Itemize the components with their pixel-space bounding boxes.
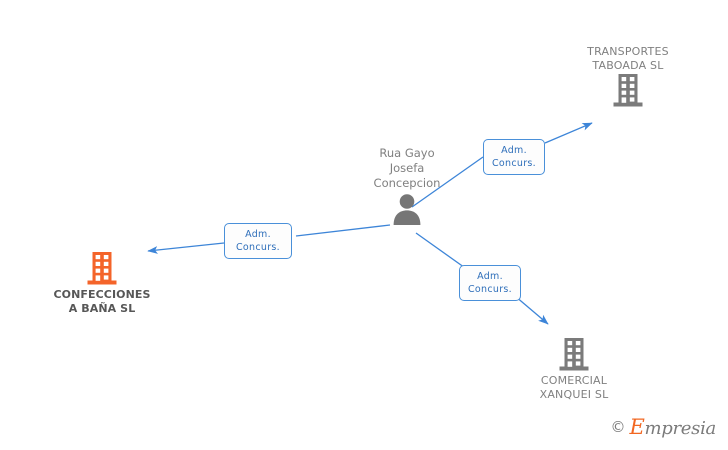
building-icon (548, 72, 708, 110)
edge-label-confecciones[interactable]: Adm. Concurs. (224, 223, 292, 259)
edge-label-comercial-line1: Adm. (477, 271, 503, 282)
edge-label-confecciones-line1: Adm. (245, 229, 271, 240)
node-comercial-xanquei-label: COMERCIAL XANQUEI SL (539, 374, 609, 401)
brand-rest: mpresia (644, 418, 717, 439)
edge-line-transportes-out (544, 122, 593, 144)
node-confecciones-a-bana-label: CONFECCIONES A BAÑA SL (53, 288, 151, 315)
edge-line-transportes-in (411, 156, 484, 208)
person-icon (347, 191, 467, 225)
node-transportes-taboada[interactable]: TRANSPORTES TABOADA SL (548, 45, 708, 110)
node-comercial-xanquei[interactable]: COMERCIAL XANQUEI SL (494, 336, 654, 401)
edge-line-confecciones-out (147, 242, 225, 254)
node-confecciones-a-bana[interactable]: CONFECCIONES A BAÑA SL (22, 250, 182, 315)
node-center-person[interactable]: Rua Gayo Josefa Concepcion (347, 146, 467, 225)
center-person-label: Rua Gayo Josefa Concepcion (373, 146, 441, 190)
brand-initial: E (629, 415, 645, 439)
node-transportes-taboada-label: TRANSPORTES TABOADA SL (587, 45, 669, 72)
edge-line-comercial-in (415, 232, 469, 271)
watermark: © Empresia (610, 417, 716, 438)
edge-label-transportes-line1: Adm. (501, 145, 527, 156)
edge-label-confecciones-line2: Concurs. (236, 242, 280, 253)
edge-label-transportes-line2: Concurs. (492, 158, 536, 169)
edge-line-confecciones-in (295, 224, 391, 237)
edge-line-comercial-out (514, 295, 549, 325)
edge-label-comercial-line2: Concurs. (468, 284, 512, 295)
edge-label-comercial[interactable]: Adm. Concurs. (459, 265, 521, 301)
building-icon (22, 250, 182, 288)
copyright-icon: © (610, 418, 626, 436)
building-icon (494, 336, 654, 374)
edge-label-transportes[interactable]: Adm. Concurs. (483, 139, 545, 175)
brand-logo: Empresia (629, 417, 716, 438)
